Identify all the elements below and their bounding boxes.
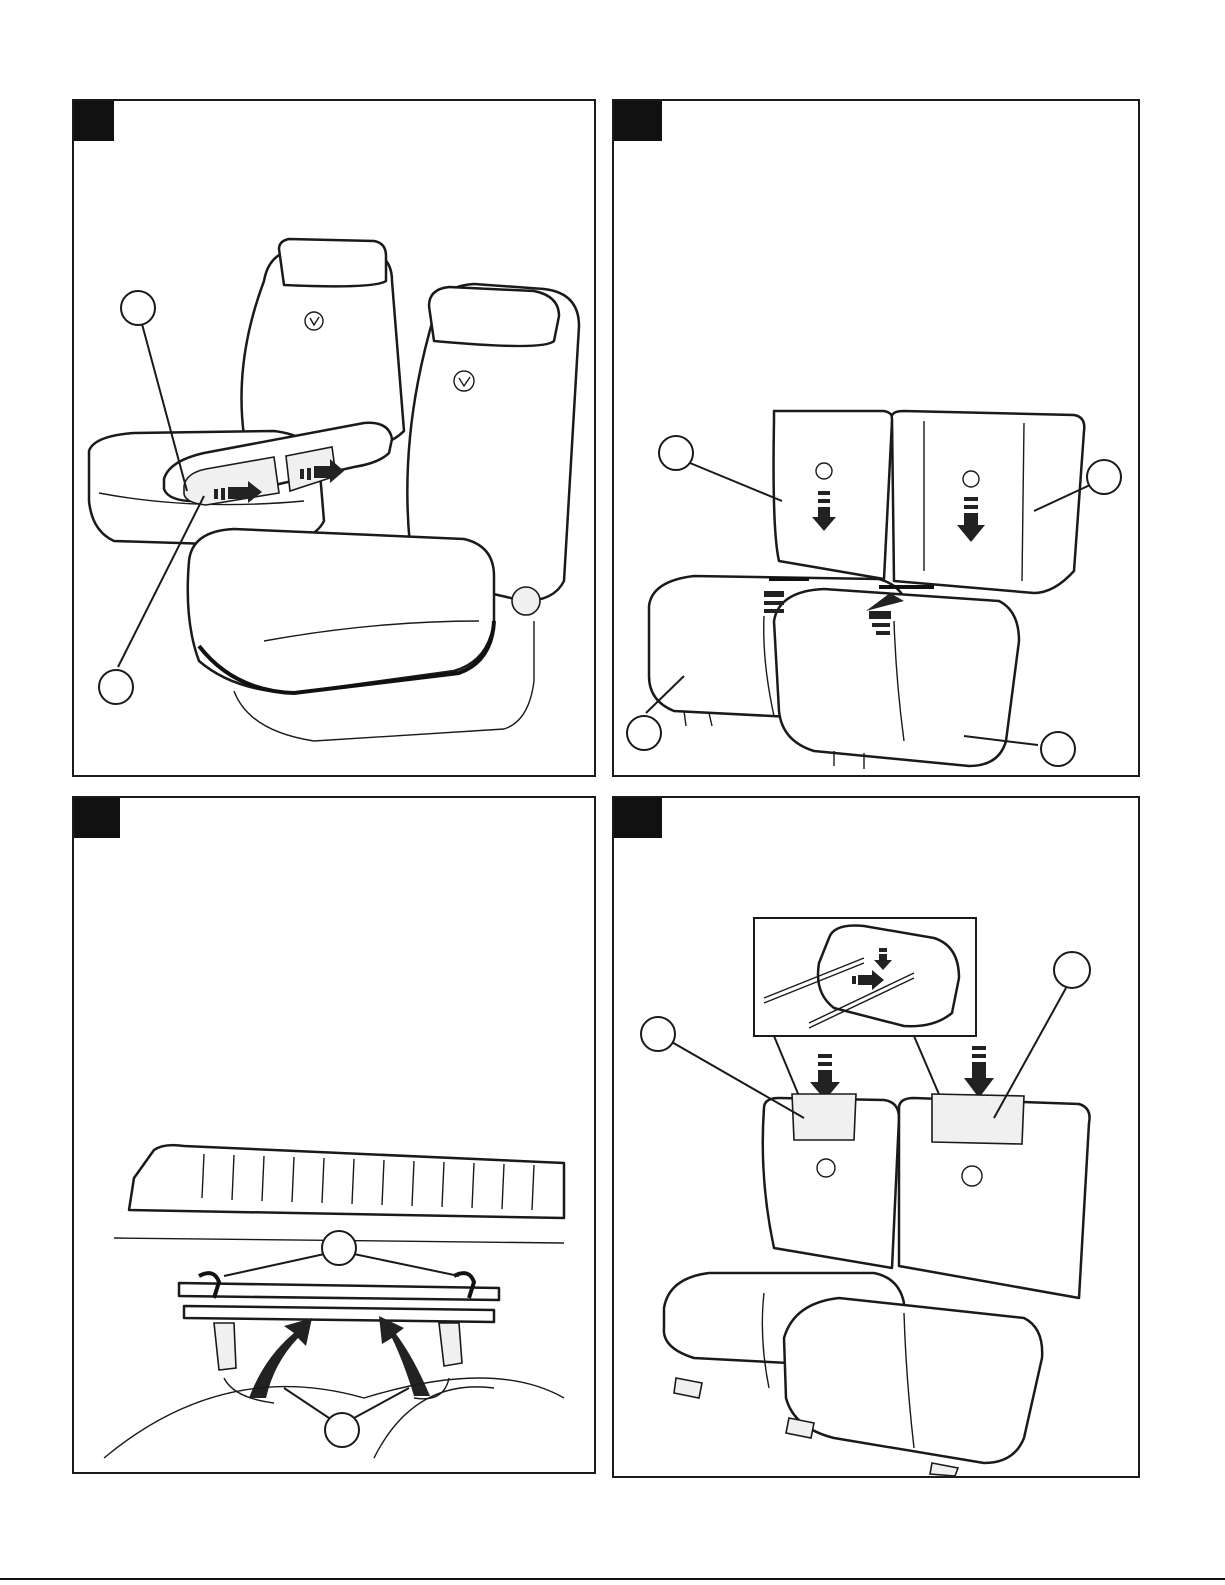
leader-line <box>284 1388 329 1418</box>
callout-circle <box>325 1413 359 1447</box>
arrow-down-icon <box>964 1046 994 1098</box>
callout-circle <box>121 291 155 325</box>
callout-circle <box>1041 732 1075 766</box>
callout-circle <box>659 436 693 470</box>
callout-circle <box>99 670 133 704</box>
step-panel-4 <box>612 796 1140 1478</box>
headrest-cover-illustration <box>614 798 1138 1476</box>
leader-line <box>994 988 1066 1118</box>
callout-circle <box>1087 460 1121 494</box>
arrow-up-icon <box>764 591 784 613</box>
leader-line <box>224 1253 329 1276</box>
step-panel-2 <box>612 99 1140 777</box>
step-panel-1 <box>72 99 596 777</box>
armrest-cover-illustration <box>74 101 594 775</box>
leader-line <box>349 1253 459 1276</box>
step-panel-3 <box>72 796 596 1474</box>
callout-circle <box>641 1017 675 1051</box>
page-footer-rule <box>0 1578 1225 1580</box>
arrow-down-icon <box>810 1054 840 1100</box>
callout-circle <box>322 1231 356 1265</box>
bench-cover-illustration <box>614 101 1138 775</box>
strap-hook-illustration <box>74 798 594 1472</box>
leader-line <box>690 463 782 501</box>
leader-line <box>670 1041 804 1118</box>
callout-circle <box>1054 952 1090 988</box>
callout-circle <box>627 716 661 750</box>
